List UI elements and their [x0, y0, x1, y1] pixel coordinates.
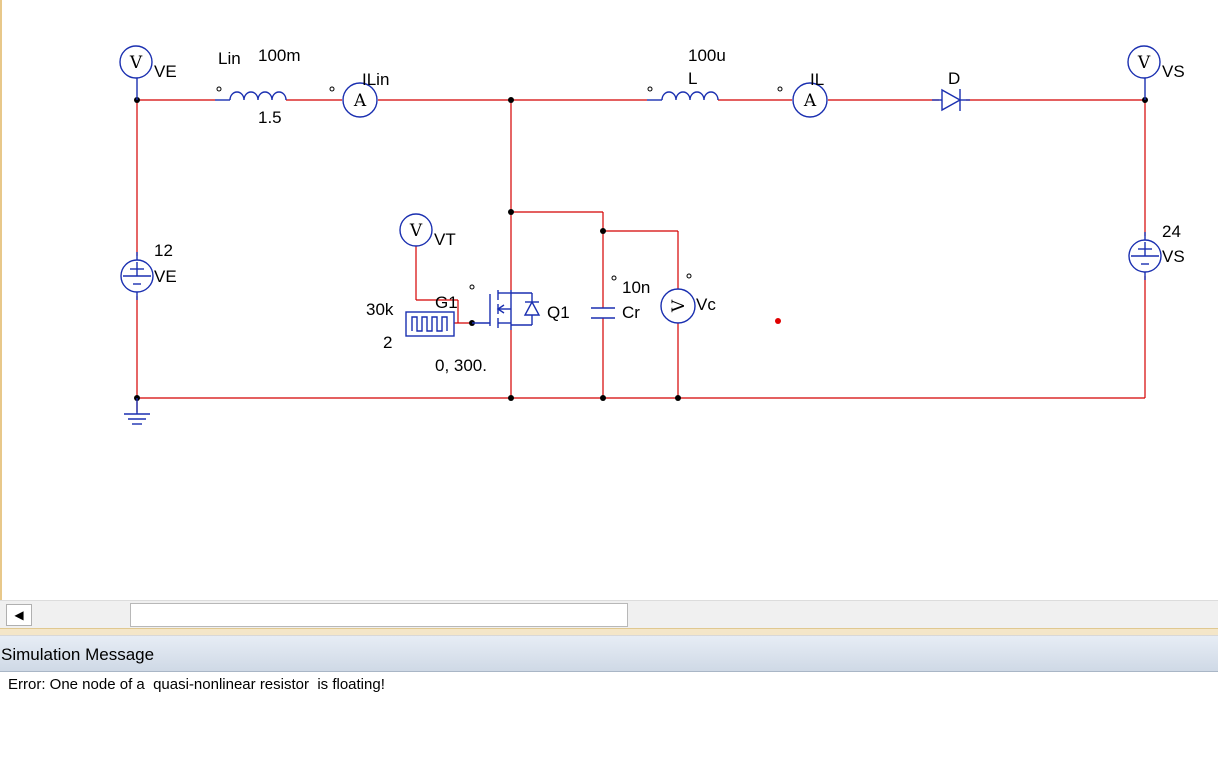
inductor-l[interactable]: 100u L: [647, 46, 726, 101]
diode-label: D: [948, 69, 960, 88]
diode-d[interactable]: D: [932, 69, 970, 112]
probe-vs-label: VS: [1162, 62, 1185, 81]
voltmeter-glyph: V: [409, 221, 423, 241]
voltmeter-vc[interactable]: V Vc: [660, 273, 716, 324]
node-gnd-source[interactable]: [508, 395, 514, 401]
source-ve-name: VE: [154, 267, 177, 286]
scroll-left-arrow-icon[interactable]: ◀: [6, 604, 32, 626]
dc-source-vs[interactable]: 24 VS: [1128, 222, 1185, 280]
ammeter-ilin-label: ILin: [362, 70, 389, 89]
node-drain-top[interactable]: [508, 97, 514, 103]
lin-value: 100m: [258, 46, 301, 65]
circuit-schematic[interactable]: V VE V VS V VT Lin 100m 1.5 A ILin 100u …: [2, 0, 1218, 600]
lin-resistance: 1.5: [258, 108, 282, 127]
mosfet-q1[interactable]: Q1: [469, 284, 570, 330]
ammeter-ilin[interactable]: A ILin: [329, 70, 389, 118]
pane-splitter[interactable]: [0, 628, 1218, 636]
simulation-message-title: Simulation Message: [1, 645, 155, 664]
capacitor-value: 10n: [622, 278, 650, 297]
ammeter-glyph: A: [353, 91, 367, 111]
voltage-probe-vt[interactable]: V VT: [399, 213, 456, 249]
capacitor-name: Cr: [622, 303, 640, 322]
probe-vt-label: VT: [434, 230, 456, 249]
node-gnd-vc[interactable]: [675, 395, 681, 401]
source-vs-name: VS: [1162, 247, 1185, 266]
simulation-message-panel[interactable]: Error: One node of a quasi-nonlinear res…: [0, 672, 1218, 775]
schematic-canvas[interactable]: V VE V VS V VT Lin 100m 1.5 A ILin 100u …: [0, 0, 1218, 600]
horizontal-scrollbar[interactable]: ◀: [0, 600, 1218, 628]
gate-frequency: 30k: [366, 300, 394, 319]
dc-source-ve[interactable]: 12 VE: [120, 241, 177, 300]
voltage-probe-ve[interactable]: V VE: [119, 45, 177, 100]
capacitor-cr[interactable]: 10n Cr: [591, 275, 650, 322]
ground-symbol[interactable]: [124, 398, 150, 425]
source-vs-value: 24: [1162, 222, 1181, 241]
l-name: L: [688, 69, 697, 88]
gating-block-g1[interactable]: 30k G1 2 0, 300.: [366, 293, 487, 375]
wires: [136, 99, 1146, 412]
ammeter-il[interactable]: A IL: [777, 70, 828, 118]
gate-switching-angles: 0, 300.: [435, 356, 487, 375]
source-ve-value: 12: [154, 241, 173, 260]
simulation-error-text: Error: One node of a quasi-nonlinear res…: [8, 676, 385, 693]
voltage-probe-vs[interactable]: V VS: [1127, 45, 1185, 100]
ammeter-il-label: IL: [810, 70, 824, 89]
l-value: 100u: [688, 46, 726, 65]
node-gnd-cap[interactable]: [600, 395, 606, 401]
simulation-message-header: Simulation Message: [0, 636, 1218, 672]
scrollbar-thumb[interactable]: [130, 603, 628, 627]
probe-vc-label: Vc: [696, 295, 716, 314]
gate-points: 2: [383, 333, 392, 352]
mosfet-label: Q1: [547, 303, 570, 322]
junction-nodes: [134, 97, 1148, 401]
node-vc-branch[interactable]: [600, 228, 606, 234]
cursor-marker: [775, 318, 781, 324]
probe-ve-label: VE: [154, 62, 177, 81]
lin-name: Lin: [218, 49, 241, 68]
voltmeter-glyph: V: [1137, 53, 1151, 73]
gate-name: G1: [435, 293, 458, 312]
node-cap-branch[interactable]: [508, 209, 514, 215]
inductor-lin[interactable]: Lin 100m 1.5: [215, 46, 301, 127]
ammeter-glyph: A: [803, 91, 817, 111]
voltmeter-glyph: V: [669, 299, 689, 313]
voltmeter-glyph: V: [129, 53, 143, 73]
